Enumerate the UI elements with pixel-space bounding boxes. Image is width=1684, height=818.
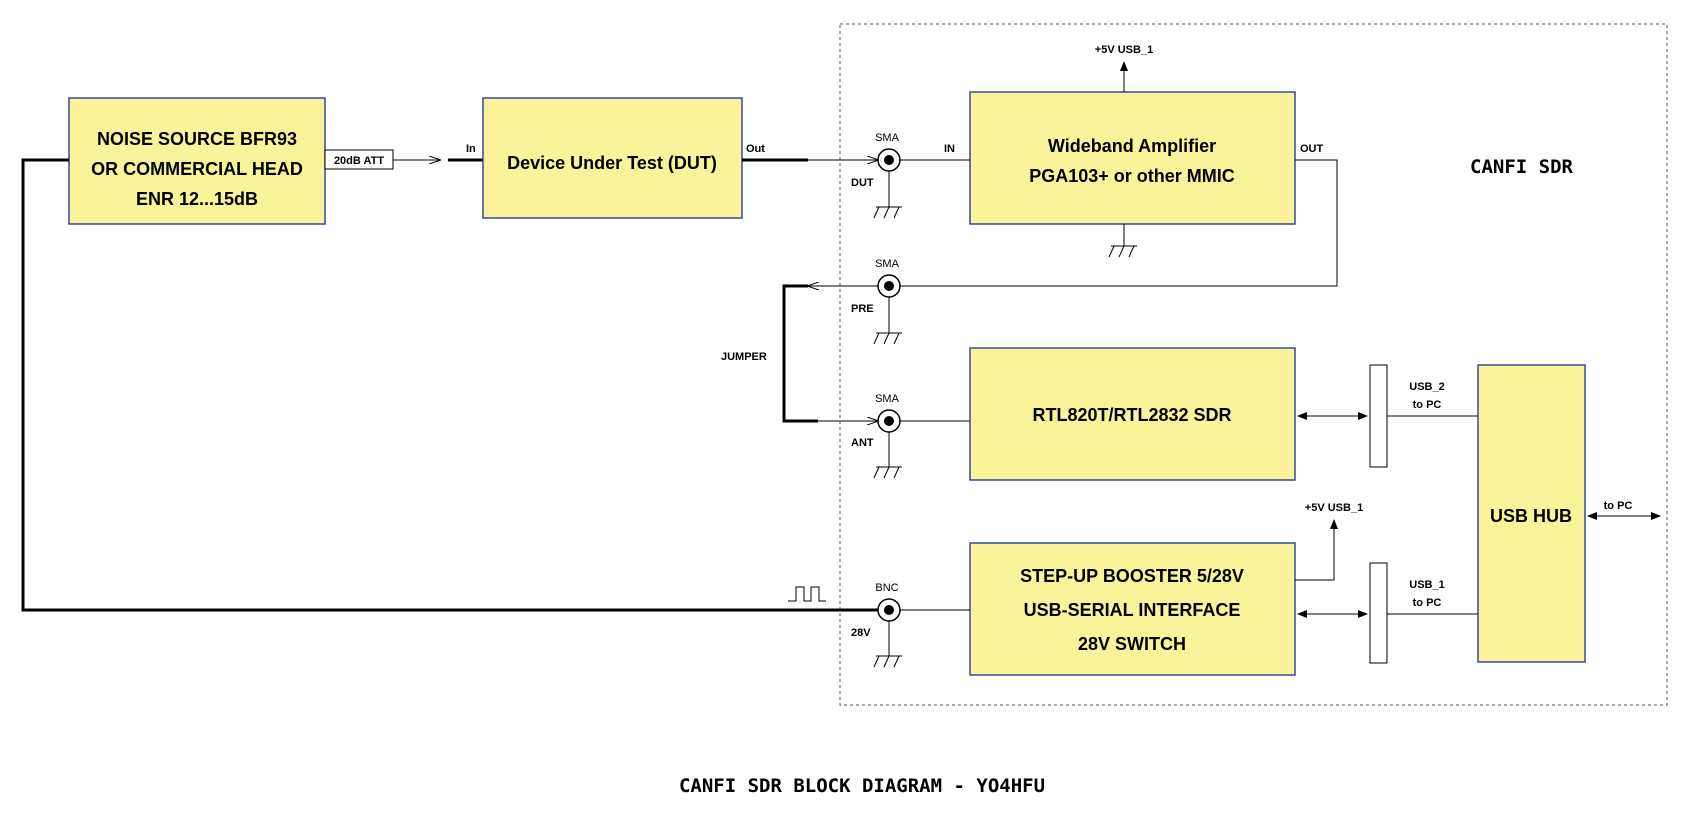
sma-dut-type-label: SMA (875, 132, 900, 144)
noise-source-block (68, 97, 326, 225)
sma-ant-type-label: SMA (875, 393, 900, 405)
sma-pre-name-label: PRE (851, 303, 874, 315)
noise-source-line-1: NOISE SOURCE BFR93 (97, 129, 297, 149)
amp-supply-label: +5V USB_1 (1095, 44, 1153, 56)
jumper-line (782, 284, 818, 423)
pulse-wave-icon (788, 586, 826, 602)
amplifier-line-2: PGA103+ or other MMIC (1029, 166, 1235, 186)
sma-ant-name-label: ANT (851, 437, 874, 449)
sma-pre-connector: SMA PRE (851, 258, 902, 345)
noise-source-line-2: OR COMMERCIAL HEAD (91, 159, 303, 179)
amplifier-line-1: Wideband Amplifier (1048, 136, 1216, 156)
usb2-label-line-2: to PC (1413, 399, 1442, 411)
sma-dut-connector: SMA DUT (851, 132, 902, 219)
dut-block (482, 97, 743, 219)
canfi-sdr-enclosure (839, 23, 1668, 706)
usb2-connector (1369, 364, 1388, 468)
usb1-label-line-2: to PC (1413, 597, 1442, 609)
usb-hub-label: USB HUB (1490, 506, 1572, 526)
booster-line-3: 28V SWITCH (1078, 634, 1186, 654)
jumper-label: JUMPER (721, 351, 767, 363)
booster-line-2: USB-SERIAL INTERFACE (1024, 600, 1241, 620)
sdr-block (969, 347, 1296, 481)
dut-in-label: In (466, 143, 476, 155)
bnc-28v-name-label: 28V (851, 627, 871, 639)
dut-out-label: Out (746, 143, 765, 155)
sma-ant-connector: SMA ANT (851, 393, 902, 479)
booster-supply-label: +5V USB_1 (1305, 502, 1363, 514)
sdr-block-label: RTL820T/RTL2832 SDR (1032, 405, 1231, 425)
booster-line-1: STEP-UP BOOSTER 5/28V (1020, 566, 1244, 586)
usb-hub-block (1477, 364, 1586, 663)
diagram-title: CANFI SDR BLOCK DIAGRAM - YO4HFU (679, 775, 1045, 797)
noise-source-line-3: ENR 12...15dB (136, 189, 258, 209)
usb1-label-line-1: USB_1 (1409, 579, 1444, 591)
attenuator-label: 20dB ATT (334, 155, 384, 167)
sma-pre-type-label: SMA (875, 258, 900, 270)
canfi-sdr-label: CANFI SDR (1470, 156, 1574, 178)
bnc-28v-type-label: BNC (875, 582, 898, 594)
usb1-connector (1369, 562, 1388, 664)
amp-out-to-pre-line (900, 159, 1338, 287)
usb2-label-line-1: USB_2 (1409, 381, 1444, 393)
bnc-28v-connector: BNC 28V (851, 582, 902, 668)
amp-ground-symbol (1108, 224, 1137, 258)
amp-in-label: IN (944, 143, 955, 155)
dut-block-label: Device Under Test (DUT) (507, 153, 717, 173)
booster-supply-line (1295, 519, 1338, 581)
amp-out-label: OUT (1300, 143, 1324, 155)
booster-block (969, 542, 1296, 676)
amplifier-block (969, 91, 1296, 225)
hub-to-pc-label: to PC (1604, 500, 1633, 512)
noise-source-feed-line (21, 158, 878, 612)
sma-dut-name-label: DUT (851, 177, 874, 189)
